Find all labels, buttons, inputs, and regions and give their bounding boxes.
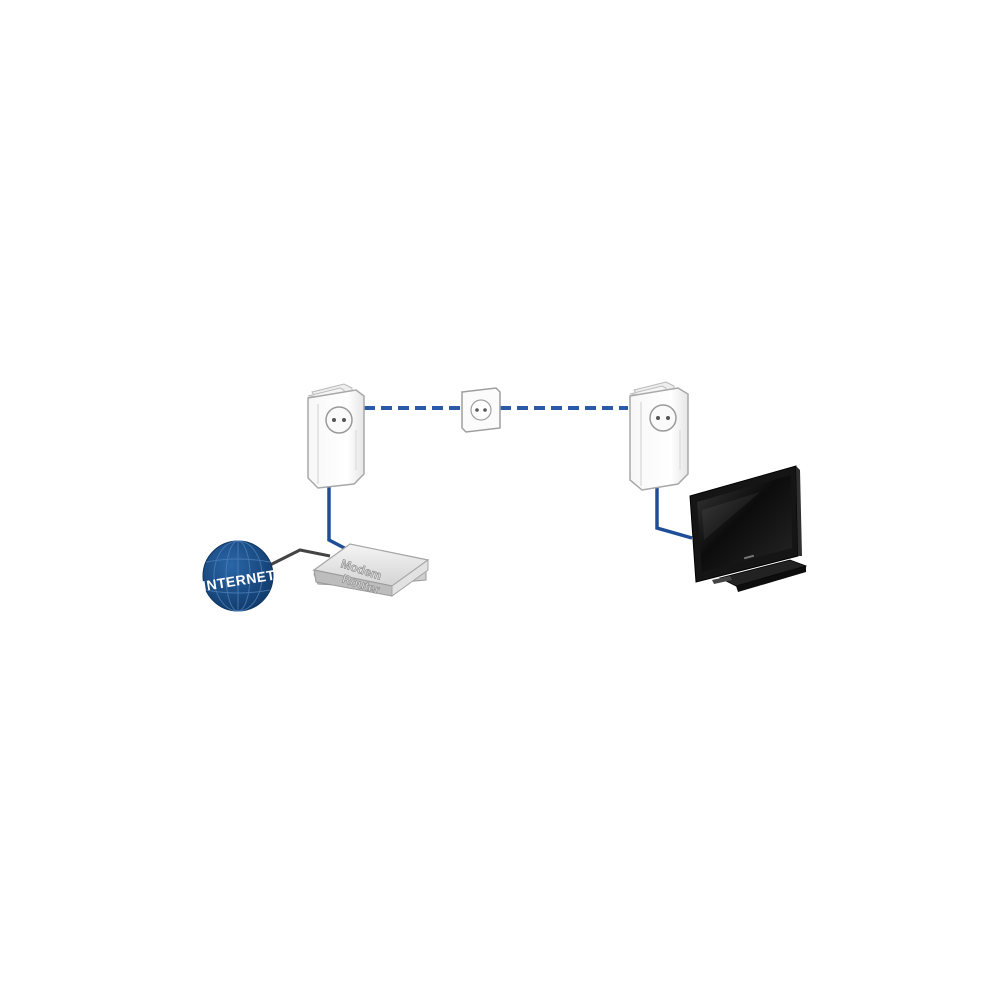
powerline-adapter-right-icon bbox=[629, 381, 689, 491]
tv-icon bbox=[689, 465, 808, 592]
powerline-adapter-left-icon bbox=[307, 383, 365, 489]
wall-socket-icon bbox=[461, 387, 501, 433]
internet-cable bbox=[267, 548, 331, 568]
router-icon: Modem Router bbox=[312, 543, 430, 597]
globe-icon: INTERNET bbox=[201, 540, 277, 612]
ethernet-cable-right bbox=[655, 488, 693, 540]
ethernet-cable-left bbox=[327, 486, 353, 554]
